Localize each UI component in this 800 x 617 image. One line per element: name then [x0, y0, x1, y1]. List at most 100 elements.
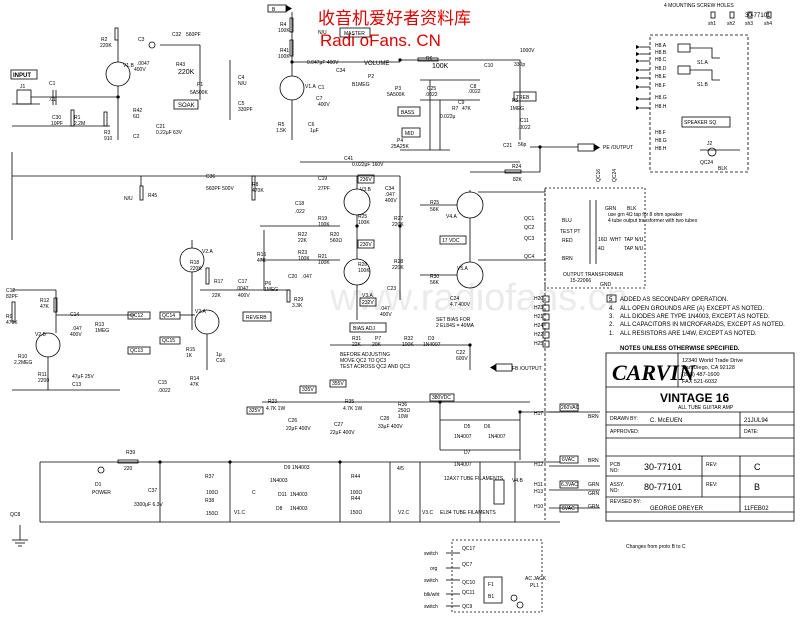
product-subtitle: ALL TUBE GUITAR AMP: [678, 405, 734, 411]
svg-text:400V: 400V: [380, 312, 392, 318]
wire-grn-3: GRN: [588, 504, 600, 510]
svg-text:220K: 220K: [190, 266, 202, 272]
svg-text:D9: D9: [284, 465, 291, 471]
adj-note-2: MOVE QC2 TO QC3: [340, 358, 386, 364]
svg-text:H8.F: H8.F: [655, 130, 666, 136]
svg-text:R17: R17: [214, 279, 223, 285]
svg-text:1N4003: 1N4003: [292, 465, 310, 471]
h20-label: H20: [534, 296, 543, 302]
v4b-label: V4.B: [512, 478, 524, 484]
red-wire-label: RED: [562, 238, 573, 244]
svg-text:R28: R28: [394, 259, 403, 265]
svg-text:82K: 82K: [513, 177, 523, 183]
svg-text:D8: D8: [276, 506, 283, 512]
note-4: ALL OPEN GROUNDS ARE (A) EXCEPT AS NOTED…: [620, 306, 764, 312]
voltage-325: 325V: [249, 408, 261, 414]
test-pt-label: TEST PT: [560, 229, 580, 235]
brn-wire-label: BRN: [562, 256, 573, 262]
svg-text:400V: 400V: [238, 293, 250, 299]
svg-text:R4: R4: [280, 22, 287, 28]
svg-text:C25: C25: [427, 86, 436, 92]
adj-note-1: BEFORE ADJUSTING: [340, 352, 390, 358]
svg-text:C21: C21: [156, 124, 165, 130]
svg-text:150Ω: 150Ω: [206, 511, 218, 517]
svg-text:100K: 100K: [278, 54, 290, 60]
svg-text:R29: R29: [294, 297, 303, 303]
svg-text:NO:: NO:: [610, 488, 619, 494]
svg-text:org: org: [430, 566, 437, 572]
svg-text:B: B: [272, 7, 276, 13]
voltage-17vdc: 17 VDC: [442, 238, 460, 244]
svg-text:C3: C3: [138, 37, 145, 43]
qc7-label: QC7: [462, 562, 473, 568]
reverb-label: REVERB: [246, 315, 267, 321]
svg-text:R7: R7: [452, 106, 459, 112]
svg-text:ASSY.: ASSY.: [610, 482, 624, 488]
svg-text:56K: 56K: [430, 207, 440, 213]
svg-text:C18: C18: [295, 201, 304, 207]
svg-text:22K: 22K: [298, 238, 308, 244]
watermark-site: Radi oFans. CN: [320, 31, 441, 50]
svg-text:1N4003: 1N4003: [270, 478, 288, 484]
hole-sh3: sh3: [745, 21, 753, 27]
treb-label: TREB: [516, 95, 530, 101]
svg-text:100K: 100K: [278, 28, 290, 34]
svg-text:.047: .047: [302, 274, 312, 280]
v4a-label: V4.A: [446, 214, 458, 220]
faint-watermark: www.radiofans.cn: [329, 277, 628, 319]
note-5: ADDED AS SECONDARY OPERATION.: [620, 297, 728, 303]
v3b-label: V3.B: [360, 187, 372, 193]
pcb-rev-label: REV:: [706, 462, 717, 468]
h23-label: H23: [534, 305, 543, 311]
svg-text:R43: R43: [176, 62, 185, 68]
bias-adj-label: BIAS ADJ: [353, 326, 375, 332]
svg-text:C7: C7: [316, 96, 323, 102]
svg-text:C24: C24: [450, 296, 459, 302]
svg-text:C13: C13: [72, 382, 81, 388]
svg-text:C20: C20: [288, 274, 297, 280]
svg-text:C41: C41: [344, 156, 353, 162]
svg-text:V1.C: V1.C: [234, 510, 246, 516]
svg-text:R1: R1: [74, 115, 81, 121]
svg-text:.0047: .0047: [137, 61, 150, 67]
tap-note-2: 4 tube output transformer with two tubes: [608, 218, 698, 224]
svg-text:C32: C32: [172, 32, 181, 38]
voltage-230: 230V: [360, 242, 372, 248]
svg-text:R27: R27: [394, 216, 403, 222]
input-label: INPUT: [13, 73, 31, 79]
svg-text:1MEG: 1MEG: [95, 328, 109, 334]
svg-text:1N4003: 1N4003: [290, 492, 308, 498]
svg-text:100Ω: 100Ω: [206, 490, 218, 496]
svg-text:R21: R21: [318, 254, 327, 260]
volume-label: VOLUME: [364, 61, 389, 67]
svg-text:C16: C16: [216, 358, 225, 364]
qc10-label: QC10: [462, 580, 475, 586]
gnd-label: GND: [600, 282, 612, 288]
svg-text:C17: C17: [238, 279, 247, 285]
svg-text:330p: 330p: [514, 62, 525, 68]
svg-text:27PF: 27PF: [318, 186, 330, 192]
carvin-logo: CARVIN: [612, 360, 696, 385]
svg-text:1000V: 1000V: [520, 48, 535, 54]
svg-text:4.7K 1W: 4.7K 1W: [343, 406, 362, 412]
bias-note-1: SET BIAS FOR: [436, 317, 471, 323]
product-title: VINTAGE 16: [660, 391, 729, 405]
svg-text:R20: R20: [330, 232, 339, 238]
svg-text:F1: F1: [488, 582, 494, 588]
svg-text:R13: R13: [95, 322, 104, 328]
svg-text:33μF 400V: 33μF 400V: [378, 424, 403, 430]
svg-text:R38: R38: [205, 498, 214, 504]
svg-text:switch: switch: [424, 578, 438, 584]
svg-text:.0022: .0022: [425, 92, 438, 98]
svg-text:R5: R5: [278, 122, 285, 128]
v3a-label: V3.A: [362, 293, 374, 299]
svg-text:C12: C12: [6, 288, 15, 294]
svg-text:D1: D1: [95, 482, 102, 488]
svg-text:R31: R31: [352, 336, 361, 342]
svg-text:H8.A: H8.A: [655, 43, 667, 49]
svg-text:C6: C6: [308, 122, 315, 128]
